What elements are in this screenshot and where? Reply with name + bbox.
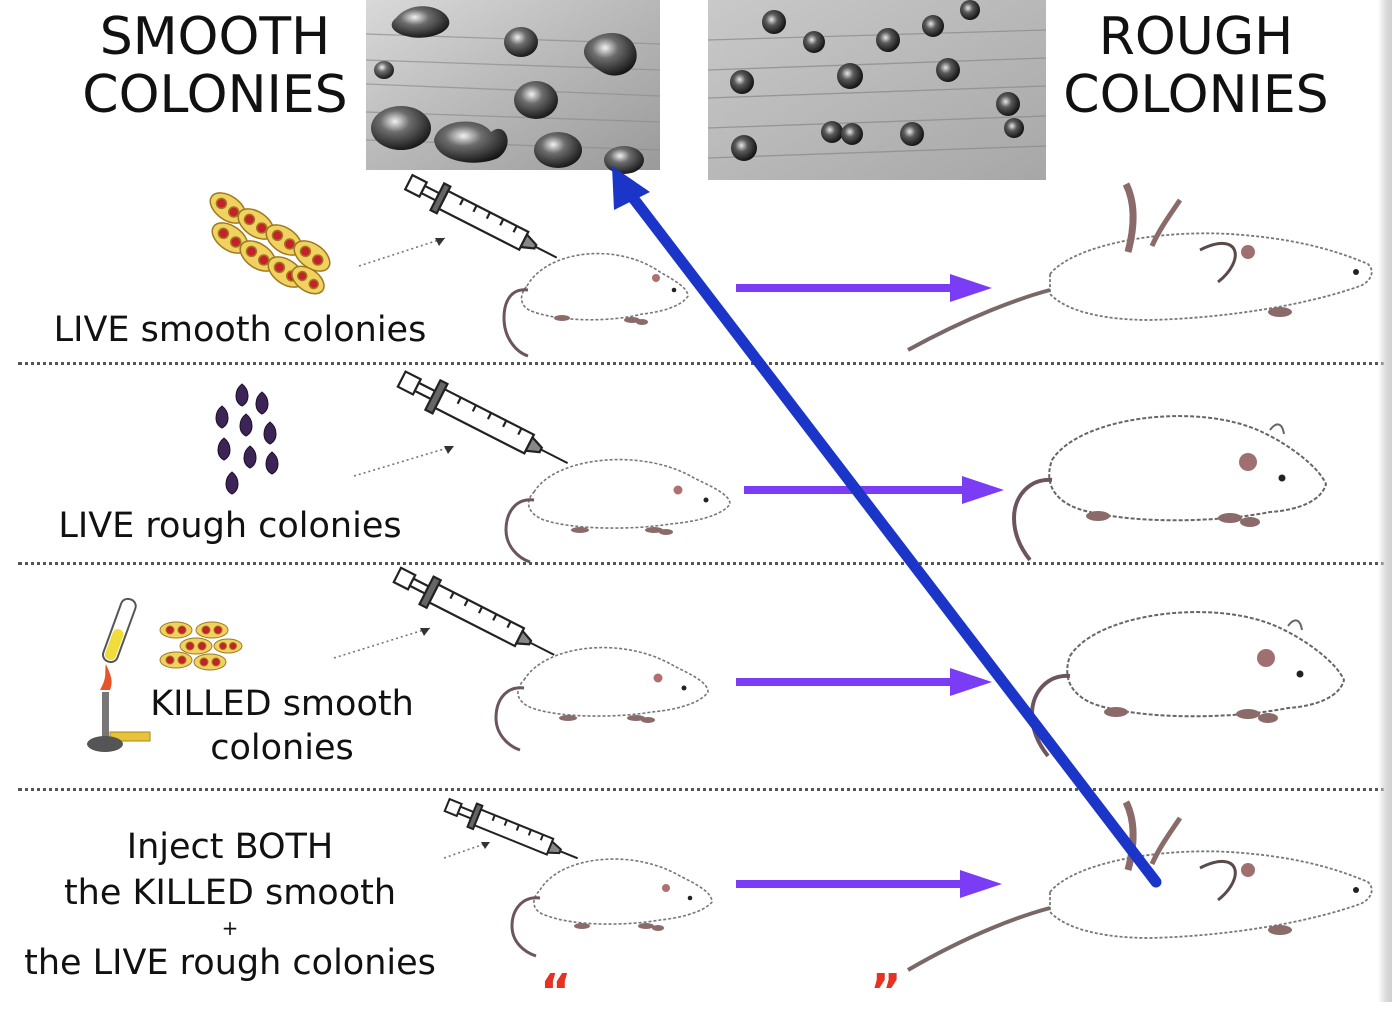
row4-label: Inject BOTH the KILLED smooth + the LIVE…	[10, 824, 450, 986]
live-mouse-icon	[1011, 415, 1328, 562]
mouse-icon	[502, 252, 689, 358]
row4-label-line2: the KILLED smooth	[63, 873, 397, 913]
smooth-bacteria-cluster	[209, 192, 331, 295]
row-divider-1	[18, 362, 1392, 365]
injection-pointer	[443, 841, 491, 859]
bunsen-burner-icon	[87, 597, 151, 752]
injection-pointer	[353, 445, 455, 477]
row3-label-line2: colonies	[210, 728, 354, 768]
process-arrow	[736, 668, 992, 696]
rough-bacteria-cluster	[215, 383, 279, 495]
process-arrow	[736, 870, 1002, 898]
row2-label: LIVE rough colonies	[58, 506, 402, 546]
row1-label: LIVE smooth colonies	[53, 310, 427, 350]
injection-pointer	[333, 627, 431, 659]
rough-colonies-photo	[707, 0, 1047, 180]
smooth-title-line2: COLONIES	[82, 65, 348, 125]
row4-label-line1: Inject BOTH	[126, 827, 334, 867]
mouse-icon	[494, 646, 709, 752]
rough-colonies-title: ROUGH COLONIES	[1050, 8, 1342, 124]
process-arrow	[736, 274, 992, 302]
dead-mouse-icon	[907, 182, 1373, 352]
close-quote-mark: ”	[870, 964, 902, 1020]
dead-mouse-icon	[906, 800, 1373, 972]
smooth-title-line1: SMOOTH	[99, 7, 331, 67]
rough-title-line1: ROUGH	[1098, 7, 1294, 67]
live-mouse-icon	[1029, 611, 1346, 758]
row3-label: KILLED smooth colonies	[132, 682, 432, 770]
syringe-icon	[396, 370, 569, 465]
mouse-icon	[504, 458, 731, 564]
syringe-icon	[403, 173, 558, 259]
row3-label-line1: KILLED smooth	[150, 684, 414, 724]
smooth-colonies-title: SMOOTH COLONIES	[62, 8, 368, 124]
smooth-colonies-photo	[365, 0, 661, 174]
rough-title-line2: COLONIES	[1063, 65, 1329, 125]
open-quote-mark: “	[540, 964, 572, 1020]
injection-pointer	[358, 237, 446, 267]
row4-label-line3: the LIVE rough colonies	[24, 943, 436, 983]
killed-smooth-bacteria	[159, 621, 243, 671]
slide-edge-shadow	[1378, 0, 1392, 1002]
row-divider-2	[18, 562, 1392, 565]
mouse-icon	[510, 858, 713, 958]
row-divider-3	[18, 788, 1392, 791]
syringe-icon	[443, 797, 579, 860]
row4-label-plus: +	[221, 916, 239, 940]
syringe-icon	[392, 566, 555, 656]
